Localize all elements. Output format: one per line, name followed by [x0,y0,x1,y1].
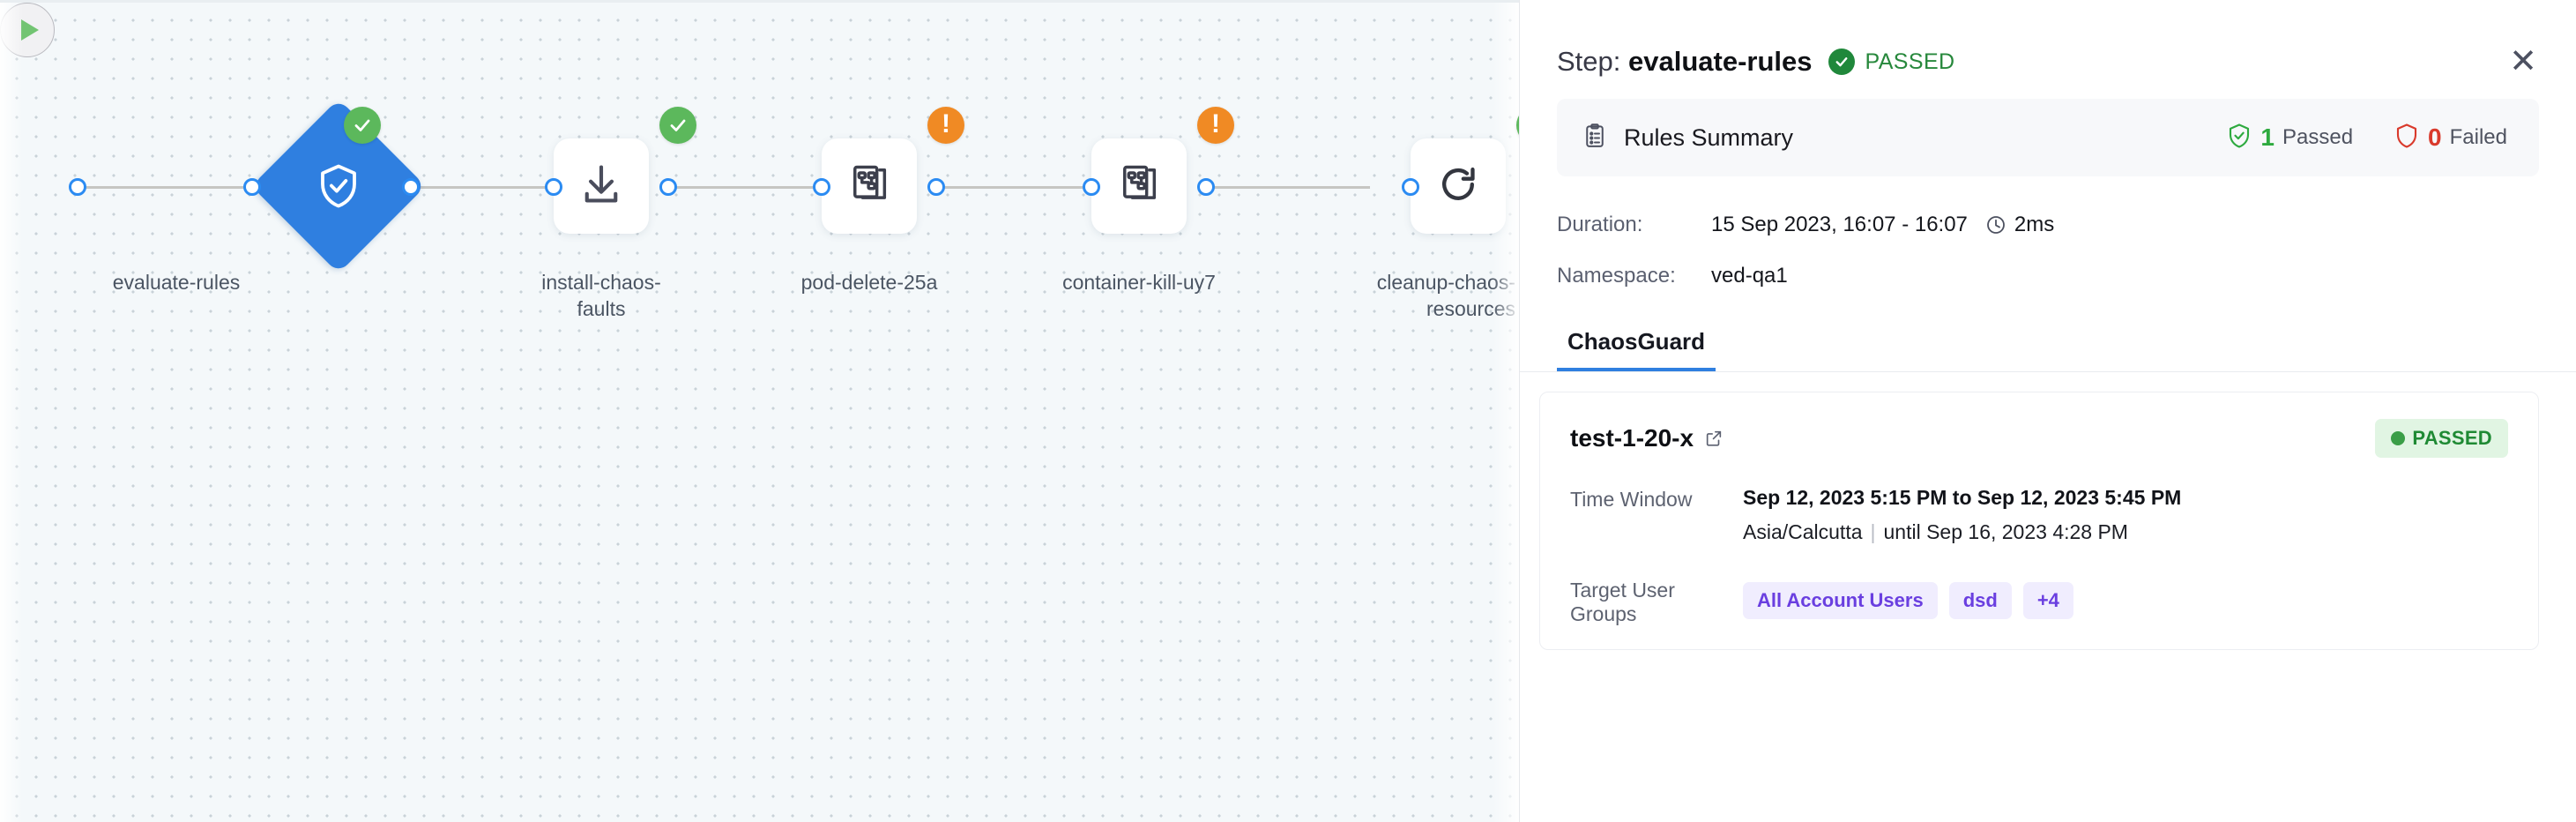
download-icon [578,161,624,212]
node-pod-delete-25a[interactable] [822,138,917,234]
target-user-groups-chips: All Account Users dsd +4 [1743,575,2073,626]
until-label: until Sep 16, 2023 4:28 PM [1883,520,2128,544]
rules-summary-card: Rules Summary 1 Passed [1557,99,2539,176]
port-poddelete-in[interactable] [813,178,830,196]
node-label-container-kill-uy7: container-kill-uy7 [1062,271,1216,294]
close-icon[interactable]: ✕ [2509,43,2537,80]
test-status-label: PASSED [2412,427,2492,449]
status-badge-warning-pod-delete-25a: ! [927,107,964,144]
page-title: Step: evaluate-rules [1557,46,1813,78]
port-install-out[interactable] [659,178,677,196]
meta-row-namespace: Namespace: ved-qa1 [1557,256,2539,296]
node-install-chaos-faults[interactable] [554,138,649,234]
play-icon [20,19,39,41]
clipboard-icon [1582,123,1608,153]
duration-label: Duration: [1557,213,1643,236]
pipeline-canvas[interactable]: evaluate-rules install-chaos- faults [0,0,1519,822]
edge-start-to-evaluate [78,186,256,189]
time-window-label: Time Window [1570,488,1693,511]
rules-failed-count: 0 [2428,123,2442,151]
time-window-value: Sep 12, 2023 5:15 PM to Sep 12, 2023 5:4… [1743,484,2181,549]
step-name-label: evaluate-rules [1628,46,1813,77]
node-container-kill-uy7[interactable] [1091,138,1187,234]
refresh-icon [1435,161,1481,212]
target-user-groups-label: Target User Groups [1570,578,1675,625]
exclamation-icon: ! [942,109,950,138]
step-meta-list: Duration: 15 Sep 2023, 16:07 - 16:07 2ms… [1520,176,2576,296]
port-cleanup-in[interactable] [1402,178,1419,196]
port-install-in[interactable] [545,178,562,196]
chaos-experiment-icon [1116,161,1162,212]
node-label-install-chaos-faults: install-chaos- faults [541,271,661,321]
namespace-value: ved-qa1 [1711,264,1788,288]
external-link-icon[interactable] [1704,429,1724,448]
duration-range-text: 15 Sep 2023, 16:07 - 16:07 [1711,213,1968,236]
edge-install-to-poddelete [668,186,832,189]
detail-row-target-user-groups: Target User Groups All Account Users dsd… [1570,575,2508,626]
node-label-pod-delete-25a: pod-delete-25a [800,271,938,294]
clock-icon [1985,214,2006,235]
test-status-badge: PASSED [2375,419,2508,458]
chaosguard-test-card: test-1-20-x PASSED Time Window Sep 12, 2 [1539,392,2539,650]
port-evaluate-in[interactable] [243,178,261,196]
node-cleanup-chaos-resources[interactable] [1411,138,1506,234]
shield-icon [2394,122,2420,154]
port-poddelete-out[interactable] [927,178,945,196]
user-group-chip[interactable]: All Account Users [1743,581,1938,619]
rules-summary-counts: 1 Passed 0 Failed [2226,122,2507,154]
detail-row-time-window: Time Window Sep 12, 2023 5:15 PM to Sep … [1570,484,2508,549]
rules-failed-label: Failed [2449,125,2507,149]
shield-check-icon [252,100,425,273]
duration-elapsed-text: 2ms [2014,213,2055,236]
port-containerkill-in[interactable] [1083,178,1100,196]
rules-failed-group: 0 Failed [2394,122,2507,154]
pipeline-start-node[interactable] [0,3,55,57]
chaos-experiment-icon [846,161,892,212]
panel-tabs: ChaosGuard [1520,319,2576,372]
port-evaluate-out[interactable] [402,178,420,196]
node-label-cleanup-chaos-resources: cleanup-chaos- resources [1376,271,1515,321]
check-circle-icon [1828,49,1855,75]
status-dot-icon [2391,431,2406,445]
test-card-header: test-1-20-x PASSED [1570,419,2508,458]
rules-passed-group: 1 Passed [2226,122,2353,154]
status-badge-passed-cleanup-chaos-resources [1516,107,1519,144]
timezone-label: Asia/Calcutta [1743,520,1863,544]
test-name-label: test-1-20-x [1570,424,1694,452]
node-label-evaluate-rules: evaluate-rules [112,271,241,294]
rules-passed-count: 1 [2260,123,2274,151]
time-window-range: Sep 12, 2023 5:15 PM to Sep 12, 2023 5:4… [1743,486,2182,509]
status-badge-warning-container-kill-uy7: ! [1197,107,1234,144]
rules-summary-title: Rules Summary [1624,123,1794,151]
step-prefix-label: Step: [1557,46,1621,77]
status-badge-passed-evaluate-rules [344,107,381,144]
meta-row-duration: Duration: 15 Sep 2023, 16:07 - 16:07 2ms [1557,205,2539,245]
status-badge: PASSED [1865,49,1955,74]
tab-chaosguard[interactable]: ChaosGuard [1557,319,1716,371]
edge-evaluate-to-install [411,186,562,189]
user-group-chip-overflow[interactable]: +4 [2022,581,2073,619]
edge-poddelete-to-containerkill [936,186,1102,189]
namespace-label: Namespace: [1557,264,1676,288]
step-details-panel: Step: evaluate-rules PASSED ✕ [1519,0,2576,822]
exclamation-icon: ! [1211,109,1220,138]
status-badge-passed-install-chaos-faults [659,107,696,144]
edge-containerkill-to-cleanup [1206,186,1370,189]
rules-passed-label: Passed [2282,125,2354,149]
separator: | [1870,520,1876,544]
duration-value: 15 Sep 2023, 16:07 - 16:07 2ms [1711,213,2054,237]
node-evaluate-rules[interactable] [251,99,426,273]
time-window-timezone-line: Asia/Calcutta | until Sep 16, 2023 4:28 PM [1743,517,2181,549]
shield-check-icon [2226,122,2252,154]
port-containerkill-out[interactable] [1197,178,1215,196]
user-group-chip[interactable]: dsd [1948,581,2012,619]
port-start-out[interactable] [69,178,86,196]
panel-header: Step: evaluate-rules PASSED ✕ [1520,0,2576,85]
